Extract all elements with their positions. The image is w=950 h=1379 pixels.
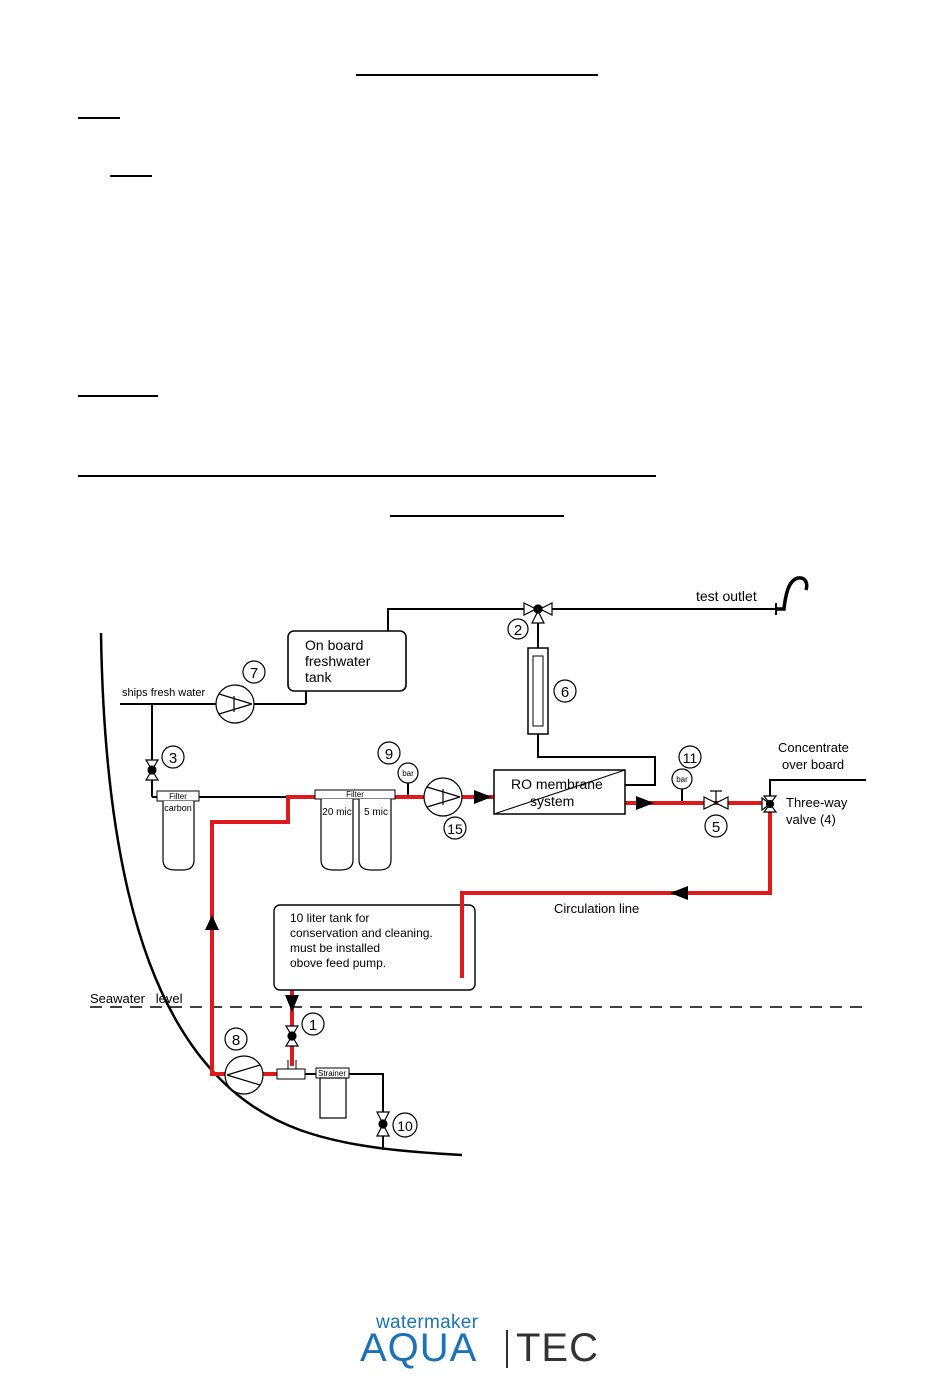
tank-note-line-1: 10 liter tank for [290,911,369,925]
label-3: 3 [169,750,177,767]
label-15: 15 [447,821,463,837]
strainer-label: Strainer [318,1069,346,1078]
cleaning-tank [273,904,476,991]
ships-fresh-water-label: ships fresh water [122,687,205,699]
hull-curve [99,632,463,1157]
heading-rule-2 [78,117,120,119]
logo-watermaker: watermaker [376,1312,479,1333]
concentrate-label-line-2: over board [782,757,844,772]
concentrate-label-line-1: Concentrate [778,740,849,755]
carbon-filter-label-top: Filter [169,792,187,801]
tank-note-line-4: obove feed pump. [290,956,386,970]
heading-rule-5 [78,475,656,477]
arrow-left-icon [670,886,688,900]
tank-label-line-2: freshwater [305,653,371,669]
pressure-gauge-9-icon [397,762,419,784]
faucet-icon [776,576,809,611]
label-11: 11 [683,750,698,766]
three-way-valve-4-icon [761,795,778,813]
heading-rule-1 [356,74,598,76]
aquatec-logo: watermaker AQUA TEC [360,1312,600,1372]
three-way-valve-2-icon [523,602,553,624]
seawater-level-label: Seawater level [90,991,183,1006]
t-piece [276,1068,306,1080]
heading-rule-4 [78,395,158,397]
flowmeter [527,647,549,735]
ro-label-line-2: system [530,793,574,809]
carbon-filter: Filter carbon [156,790,200,871]
filter-5mic-label: 5 mic [364,807,388,818]
three-way-label-line-1: Three-way [786,795,848,810]
pump-8-icon [224,1055,264,1095]
tank-note-line-2: conservation and cleaning. [290,926,433,940]
arrow-down-icon [285,995,299,1012]
label-7: 7 [250,665,258,682]
gauge-9-unit: bar [402,769,414,778]
label-10: 10 [397,1118,413,1134]
label-5: 5 [712,819,720,836]
arrow-right-icon [636,796,654,810]
logo-tec: TEC [516,1326,599,1370]
logo-aqua: AQUA [360,1326,478,1370]
tank-note-line-3: must be installed [290,941,380,955]
onboard-freshwater-tank [287,630,407,692]
pressure-gauge-11-icon [671,768,693,790]
circulation-line-label: Circulation line [554,901,639,916]
double-filter: Filter 20 mic 5 mic [314,789,396,871]
valve-1-icon [284,1025,300,1047]
carbon-filter-label-bottom: carbon [164,803,192,813]
gauge-11-unit: bar [676,775,688,784]
label-1: 1 [309,1017,317,1034]
valve-10-icon [376,1111,390,1137]
strainer: Strainer [305,1067,350,1119]
heading-rule-6 [390,515,564,517]
filter-20mic-label: 20 mic [322,807,351,818]
label-2: 2 [514,622,522,639]
pump-15-icon [423,777,463,817]
valve-5-icon [703,790,729,810]
pump-7-icon [215,684,255,724]
label-8: 8 [232,1032,240,1049]
valve-3-icon [144,759,160,781]
three-way-label-line-2: valve (4) [786,812,836,827]
flow-arrows [205,790,688,1012]
double-filter-label-top: Filter [346,790,364,799]
label-9: 9 [385,746,393,763]
ro-label-line-1: RO membrane [511,776,603,792]
arrow-right-icon [474,790,492,804]
heading-rule-3 [110,175,152,177]
tank-label-line-1: On board [305,637,363,653]
tank-label-line-3: tank [305,669,332,685]
label-6: 6 [561,684,569,701]
logo-divider [506,1330,508,1368]
test-outlet-label: test outlet [696,588,757,604]
arrow-up-icon [205,915,219,930]
